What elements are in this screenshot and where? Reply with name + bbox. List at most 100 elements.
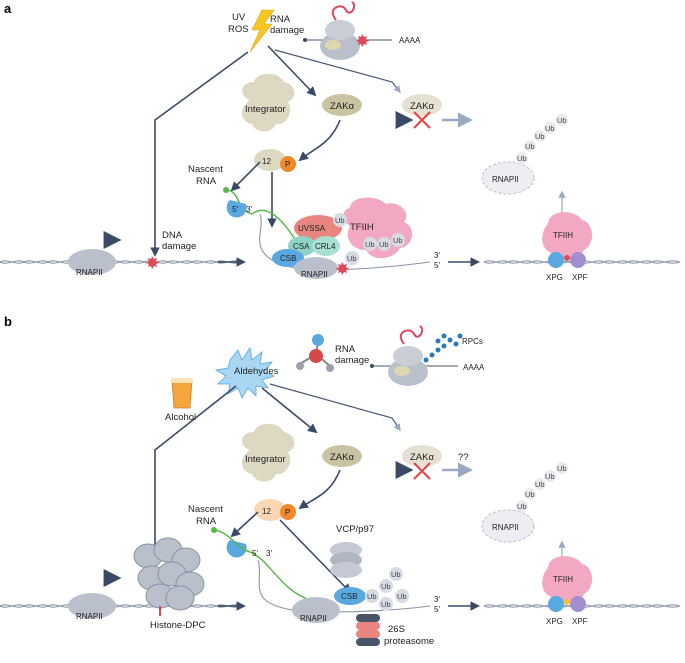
nascent-rna-b2: RNA	[196, 516, 217, 527]
dna-damage-a2: damage	[162, 241, 196, 252]
cap-binding-icon	[226, 200, 247, 218]
uvssa-label: UVSSA	[298, 224, 326, 233]
svg-text:Ub: Ub	[393, 236, 403, 245]
rpcs-label: RPCs	[462, 337, 483, 346]
zak-label-b2: ZAKα	[410, 452, 434, 463]
vcp-p97-icon	[330, 542, 362, 578]
svg-text:Ub: Ub	[347, 254, 357, 263]
sub12-label-b: 12	[262, 507, 271, 516]
tfiih-right-b	[542, 556, 593, 603]
zak-to-p-arrow-b	[298, 469, 341, 510]
xpf-a	[570, 252, 586, 268]
ub-chain-released-a: Ub Ub Ub Ub Ub	[516, 114, 568, 164]
rna-damage-label-a1: RNA	[270, 14, 291, 25]
rna-damage-b2: damage	[335, 355, 369, 366]
svg-text:Ub: Ub	[557, 116, 567, 125]
rna-damage-label-a2: damage	[270, 25, 304, 36]
svg-text:Ub: Ub	[335, 216, 345, 225]
polya-a: AAAA	[399, 36, 421, 45]
ald-to-dna-arrow	[150, 385, 237, 560]
aldehydes-label: Aldehydes	[234, 366, 279, 377]
rnapii-left-label-b: RNAPII	[76, 612, 103, 621]
zak-label-a2: ZAKα	[410, 101, 434, 112]
end5-a: 5'	[434, 261, 440, 270]
crl4	[312, 236, 340, 256]
csb-b	[334, 587, 366, 605]
inhibit-cross-icon	[413, 111, 431, 129]
rnapii-released-b	[481, 509, 535, 543]
rnapii-mid-label-b: RNAPII	[300, 614, 327, 623]
svg-text:Ub: Ub	[517, 502, 527, 511]
svg-text:Ub: Ub	[557, 464, 567, 473]
alcohol-label: Alcohol	[165, 412, 196, 423]
ald-to-zak-arrow	[261, 387, 318, 434]
zak-label-b1: ZAKα	[330, 452, 354, 463]
svg-text:Ub: Ub	[365, 240, 375, 249]
nascent-rna-strand	[225, 189, 253, 215]
damage-star-icon	[356, 34, 369, 47]
svg-text:Ub: Ub	[367, 592, 377, 601]
xpg-a	[548, 252, 564, 268]
lesion-right-a	[564, 255, 570, 261]
dna-damage-a1: DNA	[162, 230, 183, 241]
histone-dpc-label: Histone-DPC	[150, 620, 206, 631]
zak-alpha-2	[402, 94, 442, 116]
integrator-complex-b	[241, 423, 295, 482]
tfiih-right-label-b: TFIIH	[553, 575, 573, 584]
ub-chain-released-b: Ub Ub Ub Ub Ub	[516, 462, 568, 512]
uv-to-zak-arrow	[267, 45, 317, 97]
svg-text:Ub: Ub	[517, 154, 527, 163]
proteasome-icon	[356, 614, 380, 646]
uv-to-zak2-arrow	[274, 49, 401, 94]
p-label-b: P	[285, 508, 290, 517]
ribosome-b-icon	[370, 325, 458, 386]
xpg-b	[548, 596, 564, 612]
svg-text:Ub: Ub	[545, 472, 555, 481]
xpg-label-b: XPG	[546, 617, 563, 626]
integrator-12	[254, 149, 286, 171]
phospho-p	[280, 156, 296, 172]
csa-label: CSA	[293, 242, 310, 251]
panel-b-label: b	[4, 314, 12, 329]
xpf-label-a: XPF	[572, 273, 588, 282]
ros-label: ROS	[228, 24, 249, 35]
xpf-b	[570, 596, 586, 612]
vcp-label: VCP/p97	[336, 524, 374, 535]
integrator-to-csb-arrow-b	[279, 519, 352, 594]
nascent-rna-a1: Nascent	[188, 164, 223, 175]
svg-text:Ub: Ub	[381, 600, 391, 609]
nascent-rna-b1: Nascent	[188, 504, 223, 515]
histone-cluster-icon	[133, 537, 205, 616]
inhibit-cross-b-icon	[413, 462, 431, 480]
sub12-label-a: 12	[262, 157, 271, 166]
tfiih-right-a	[542, 212, 593, 259]
rnapii-mid-a	[294, 257, 338, 279]
csb-label-a: CSB	[280, 254, 296, 263]
dna-damage-star	[146, 256, 159, 269]
svg-text:Ub: Ub	[525, 490, 535, 499]
zak-alpha-b2	[402, 445, 442, 467]
rnapii-mid-b	[292, 597, 340, 623]
end3-b: 3'	[434, 595, 440, 604]
dna-strand-a-left2	[0, 260, 241, 264]
alcohol-glass-icon	[171, 378, 193, 409]
svg-text:Ub: Ub	[545, 124, 555, 133]
rnapii-mid-label-a: RNAPII	[301, 270, 328, 279]
ald-to-zak2-arrow	[269, 383, 401, 432]
dna-strand-b-left2	[0, 604, 241, 608]
ub-chain-a: Ub Ub Ub Ub Ub	[333, 213, 405, 265]
svg-text:Ub: Ub	[535, 132, 545, 141]
svg-text:Ub: Ub	[397, 592, 407, 601]
zak-label-a1: ZAKα	[330, 101, 354, 112]
svg-text:Ub: Ub	[525, 142, 535, 151]
proteasome-label-1: 26S	[388, 624, 405, 635]
rnapii-left-label-a: RNAPII	[76, 268, 103, 277]
aldehydes-burst	[214, 346, 276, 399]
integrator-to-rna-arrow-b	[230, 511, 259, 538]
ub-chain-b: Ub Ub Ub Ub Ub	[365, 567, 409, 611]
integrator-complex	[241, 73, 295, 132]
zak-to-p-arrow	[298, 119, 341, 162]
xpg-label-a: XPG	[546, 273, 563, 282]
rnapii-right-label-b: RNAPII	[492, 523, 519, 532]
